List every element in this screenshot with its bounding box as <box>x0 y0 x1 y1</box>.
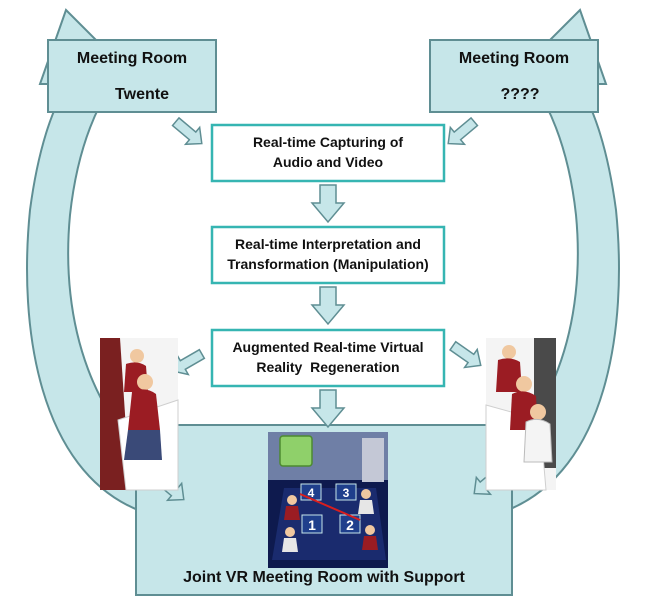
gaze-line <box>299 493 361 521</box>
meeting-participant-figure-icon <box>362 525 378 550</box>
diagonal-block-arrow-icon <box>447 116 479 146</box>
meeting-room-unknown-box <box>429 39 599 113</box>
capture-step-line1: Real-time Capturing of <box>252 134 404 150</box>
meeting-participant-figure-icon <box>284 495 300 520</box>
interpret-step-line1: Real-time Interpretation and <box>235 236 421 252</box>
meeting-room-unknown-title: Meeting Room <box>458 50 570 67</box>
seat-marker <box>335 483 357 501</box>
seat-number: 2 <box>346 517 354 533</box>
right-curved-band-arrow-icon <box>459 8 620 512</box>
diagonal-block-arrow-icon <box>171 116 203 146</box>
meeting-participant-figure-icon <box>282 527 298 552</box>
meeting-room-unknown-name: ???? <box>500 86 540 103</box>
block-down-arrow-icon <box>310 184 346 224</box>
block-down-arrow-icon <box>310 389 346 429</box>
meeting-participant-figure-icon <box>496 345 522 392</box>
regenerate-step-line1: Augmented Real-time Virtual <box>232 339 424 355</box>
interpret-step-line2: Transformation (Manipulation) <box>227 256 429 272</box>
capture-step-line2: Audio and Video <box>272 154 384 170</box>
block-down-arrow-icon <box>310 286 346 326</box>
seat-marker <box>301 514 323 534</box>
regenerate-step-line2: Reality Regeneration <box>256 359 400 375</box>
meeting-room-twente-title: Meeting Room <box>76 50 188 67</box>
seat-number: 3 <box>343 486 350 500</box>
meeting-participant-figure-icon <box>523 404 553 463</box>
joint-room-label: Joint VR Meeting Room with Support <box>183 569 465 586</box>
interpret-step-box <box>210 225 446 285</box>
seat-number: 1 <box>308 517 316 533</box>
meeting-room-twente-name: Twente <box>115 86 169 103</box>
seat-number: 4 <box>308 486 315 500</box>
meeting-participant-figure-icon <box>124 374 162 460</box>
capture-step-box <box>210 123 446 183</box>
right-meeting-scene <box>485 338 556 491</box>
left-curved-band-arrow-icon <box>26 8 187 512</box>
diagonal-block-arrow-icon <box>448 340 482 369</box>
meeting-participant-figure-icon <box>358 489 374 514</box>
joint-vr-scene: 4 3 1 2 <box>268 432 388 568</box>
regenerate-step-box <box>210 328 446 388</box>
left-meeting-scene <box>100 338 179 491</box>
meeting-room-twente-box <box>47 39 217 113</box>
